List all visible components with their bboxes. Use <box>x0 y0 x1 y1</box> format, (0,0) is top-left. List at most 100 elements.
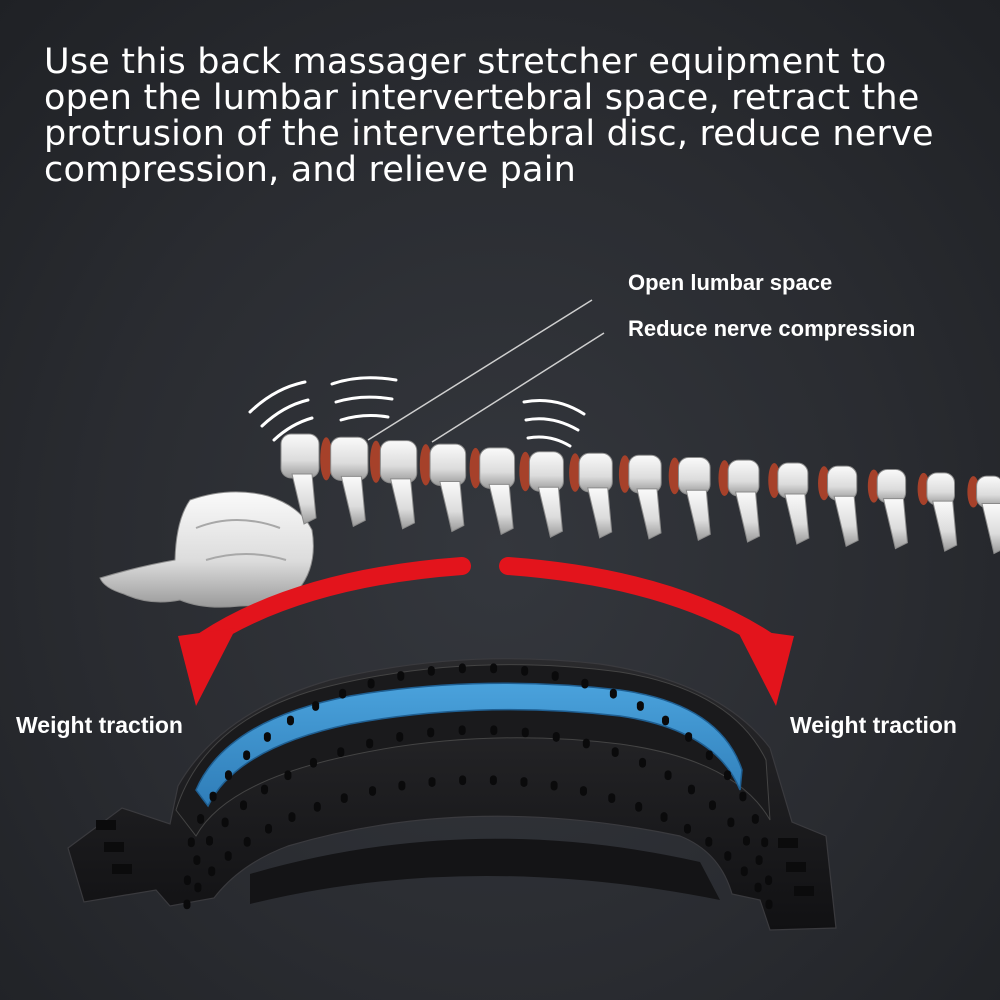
intervertebral-disc <box>618 455 631 493</box>
callout-open-lumbar-space: Open lumbar space <box>628 270 833 295</box>
spinous-process <box>537 486 563 538</box>
curved-arrow-left-icon <box>178 557 471 706</box>
acupressure-nub <box>187 837 195 848</box>
headline-line-3: protrusion of the intervertebral disc, r… <box>44 114 934 154</box>
acupressure-nub <box>581 678 589 689</box>
headline: Use this back massager stretcher equipme… <box>44 44 964 188</box>
acupressure-nub <box>765 875 773 886</box>
acupressure-nub <box>261 784 269 795</box>
acupressure-nub <box>761 837 769 848</box>
acupressure-nub <box>708 800 716 811</box>
acupressure-nub <box>521 727 529 738</box>
acupressure-nub <box>224 851 232 861</box>
intervertebral-disc <box>867 469 880 503</box>
acupressure-nub <box>458 663 466 674</box>
acupressure-nub <box>490 725 498 736</box>
acupressure-nub <box>521 666 529 676</box>
acupressure-nub <box>662 715 670 726</box>
acupressure-nub <box>687 784 695 795</box>
acupressure-nub <box>183 875 191 886</box>
vertebra <box>628 454 662 494</box>
acupressure-nub <box>639 757 647 768</box>
acupressure-nub <box>339 688 347 699</box>
acupressure-nub <box>208 866 216 877</box>
acupressure-nub <box>183 899 191 910</box>
acupressure-nub <box>635 801 643 812</box>
label-weight-traction-right: Weight traction <box>790 712 957 738</box>
acupressure-nub <box>369 786 377 796</box>
vertebra <box>429 443 467 486</box>
acupressure-nub <box>367 678 375 689</box>
intervertebral-disc <box>320 437 333 481</box>
acupressure-nub <box>490 663 498 674</box>
vertebra <box>479 447 516 489</box>
acupressure-nub <box>286 715 294 726</box>
acupressure-nub <box>197 814 205 824</box>
curved-arrow-right-icon <box>499 557 794 706</box>
vertebra <box>528 451 564 492</box>
acupressure-nub <box>739 791 747 802</box>
acupressure-nub <box>765 899 773 910</box>
acupressure-nub <box>397 671 405 681</box>
spinous-process <box>488 483 514 536</box>
acupressure-nub <box>221 817 229 828</box>
spinous-process <box>784 493 810 545</box>
vertebra <box>876 468 907 504</box>
acupressure-nub <box>209 791 217 802</box>
spinous-process <box>291 473 317 525</box>
intervertebral-disc <box>469 447 482 489</box>
vertebra <box>926 472 956 506</box>
acupressure-nub <box>459 775 467 786</box>
acupressure-nub <box>608 793 616 804</box>
acupressure-nub <box>754 882 762 893</box>
spinous-process <box>734 491 761 543</box>
callout-reduce-nerve-compression: Reduce nerve compression <box>628 316 916 341</box>
acupressure-nub <box>609 688 617 699</box>
acupressure-nub <box>240 800 248 811</box>
acupressure-nub <box>206 835 214 846</box>
spinous-process <box>636 488 662 540</box>
back-stretcher <box>67 658 837 931</box>
intervertebral-disc <box>668 457 681 495</box>
spine-model <box>99 433 1000 608</box>
acupressure-nub <box>727 817 735 828</box>
acupressure-nub <box>582 738 590 749</box>
spinous-process <box>882 498 908 550</box>
intervertebral-disc <box>768 463 781 499</box>
acupressure-nub <box>489 775 497 786</box>
acupressure-nub <box>751 814 759 824</box>
vertebra <box>379 440 418 484</box>
vertebra <box>578 452 613 493</box>
acupressure-nub <box>551 671 559 681</box>
spinous-process <box>932 500 958 552</box>
spinous-process <box>389 478 416 530</box>
acupressure-nub <box>193 855 201 866</box>
acupressure-nub <box>243 750 251 761</box>
pelvis <box>99 491 314 608</box>
intervertebral-disc <box>370 440 383 483</box>
acupressure-nub <box>740 866 748 877</box>
headline-line-4: compression, and relieve pain <box>44 150 577 190</box>
acupressure-nub <box>742 835 750 846</box>
acupressure-nub <box>550 780 558 791</box>
acupressure-nub <box>660 812 668 822</box>
acupressure-nub <box>313 801 321 812</box>
vibration-waves-icon <box>248 376 586 448</box>
acupressure-nub <box>288 812 296 822</box>
acupressure-nub <box>579 786 587 796</box>
acupressure-nub <box>705 836 713 847</box>
acupressure-nub <box>683 823 691 834</box>
acupressure-nub <box>755 855 763 866</box>
intervertebral-disc <box>519 451 532 492</box>
headline-line-1: Use this back massager stretcher equipme… <box>44 42 887 82</box>
spinous-process <box>981 503 1000 555</box>
vertebra <box>976 475 1000 509</box>
acupressure-nub <box>664 770 672 781</box>
intervertebral-disc <box>569 453 582 492</box>
foam-pad <box>195 682 743 808</box>
callout-pointers <box>367 299 605 443</box>
acupressure-nub <box>705 750 713 761</box>
vertebra <box>280 433 320 479</box>
spinous-process <box>685 489 711 542</box>
